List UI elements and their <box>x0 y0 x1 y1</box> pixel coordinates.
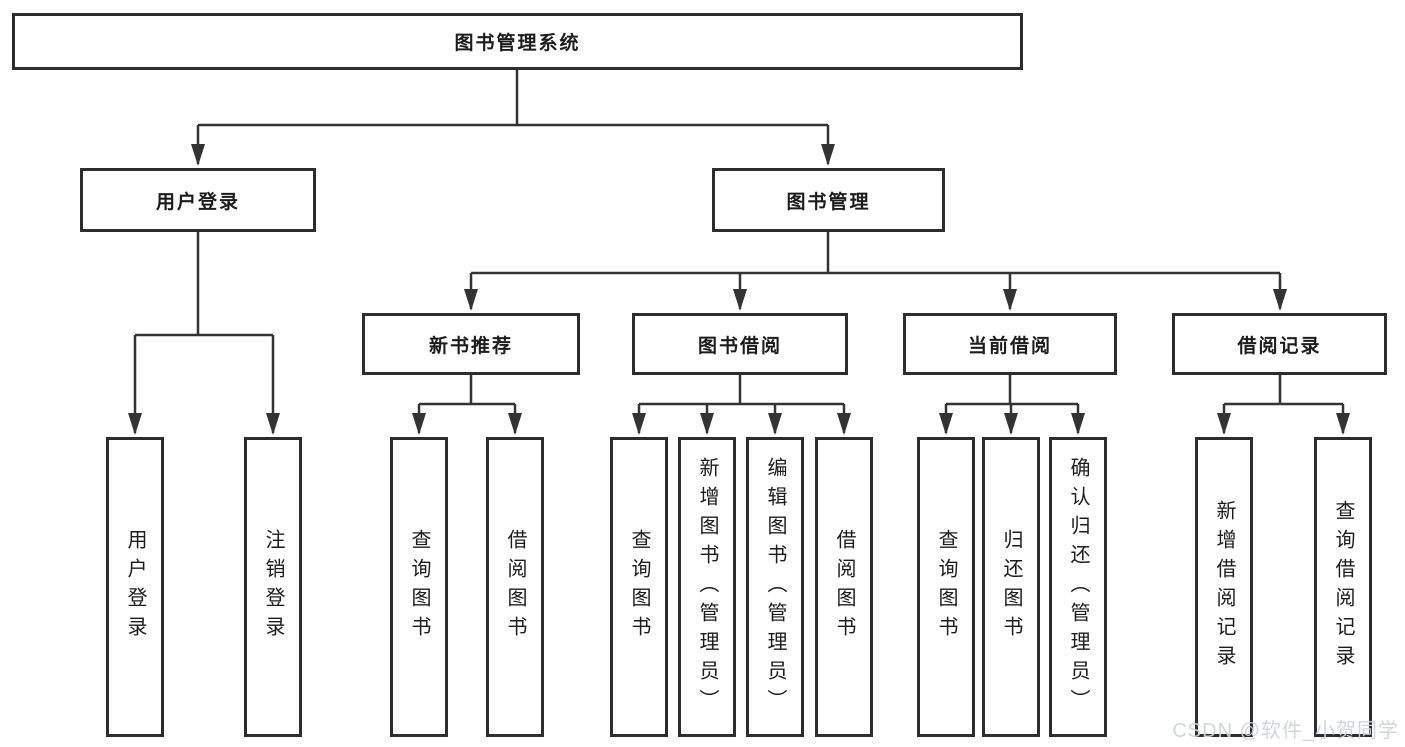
leaf-borrow-books-recommend: 借阅图书 <box>486 437 544 737</box>
node-new-book-recommendation: 新书推荐 <box>362 313 580 375</box>
leaf-add-borrow-record: 新增借阅记录 <box>1195 437 1253 737</box>
leaf-add-book-admin-label: 新增图书（管理员） <box>696 456 718 718</box>
node-book-borrowing: 图书借阅 <box>632 313 848 375</box>
leaf-query-books-recommend: 查询图书 <box>390 437 448 737</box>
node-new-book-recommendation-label: 新书推荐 <box>428 335 513 357</box>
leaf-return-books-label: 归还图书 <box>1000 529 1022 645</box>
leaf-query-books-borrowing-label: 查询图书 <box>628 529 650 645</box>
leaf-query-books-current-label: 查询图书 <box>935 529 957 645</box>
leaf-borrow-books-borrowing: 借阅图书 <box>815 437 873 737</box>
node-user-login-label: 用户登录 <box>155 191 240 213</box>
csdn-watermark: CSDN @软件_小贺同学 <box>1172 720 1399 742</box>
leaf-query-books-borrowing: 查询图书 <box>610 437 668 737</box>
node-book-borrowing-label: 图书借阅 <box>697 335 782 357</box>
leaf-user-login: 用户登录 <box>106 437 164 737</box>
leaf-query-books-current: 查询图书 <box>917 437 975 737</box>
node-borrowing-records-label: 借阅记录 <box>1237 335 1322 357</box>
leaf-borrow-books-borrowing-label: 借阅图书 <box>833 529 855 645</box>
leaf-edit-book-admin-label: 编辑图书（管理员） <box>764 456 786 718</box>
node-book-management-label: 图书管理 <box>786 191 871 213</box>
leaf-user-login-label: 用户登录 <box>124 529 146 645</box>
leaf-query-borrow-record: 查询借阅记录 <box>1314 437 1372 737</box>
leaf-logout: 注销登录 <box>244 437 302 737</box>
node-current-borrowing-label: 当前借阅 <box>967 335 1052 357</box>
node-borrowing-records: 借阅记录 <box>1172 313 1387 375</box>
node-book-management: 图书管理 <box>712 168 945 232</box>
node-library-management-system: 图书管理系统 <box>12 13 1023 70</box>
node-current-borrowing: 当前借阅 <box>903 313 1117 375</box>
leaf-add-borrow-record-label: 新增借阅记录 <box>1213 500 1235 674</box>
leaf-return-books: 归还图书 <box>982 437 1040 737</box>
leaf-borrow-books-recommend-label: 借阅图书 <box>504 529 526 645</box>
leaf-query-borrow-record-label: 查询借阅记录 <box>1332 500 1354 674</box>
leaf-query-books-recommend-label: 查询图书 <box>408 529 430 645</box>
leaf-confirm-return-admin: 确认归还（管理员） <box>1049 437 1107 737</box>
node-library-management-system-label: 图书管理系统 <box>454 33 581 54</box>
leaf-confirm-return-admin-label: 确认归还（管理员） <box>1067 456 1089 718</box>
leaf-edit-book-admin: 编辑图书（管理员） <box>746 437 804 737</box>
leaf-add-book-admin: 新增图书（管理员） <box>678 437 736 737</box>
node-user-login: 用户登录 <box>80 168 316 232</box>
leaf-logout-label: 注销登录 <box>262 529 284 645</box>
